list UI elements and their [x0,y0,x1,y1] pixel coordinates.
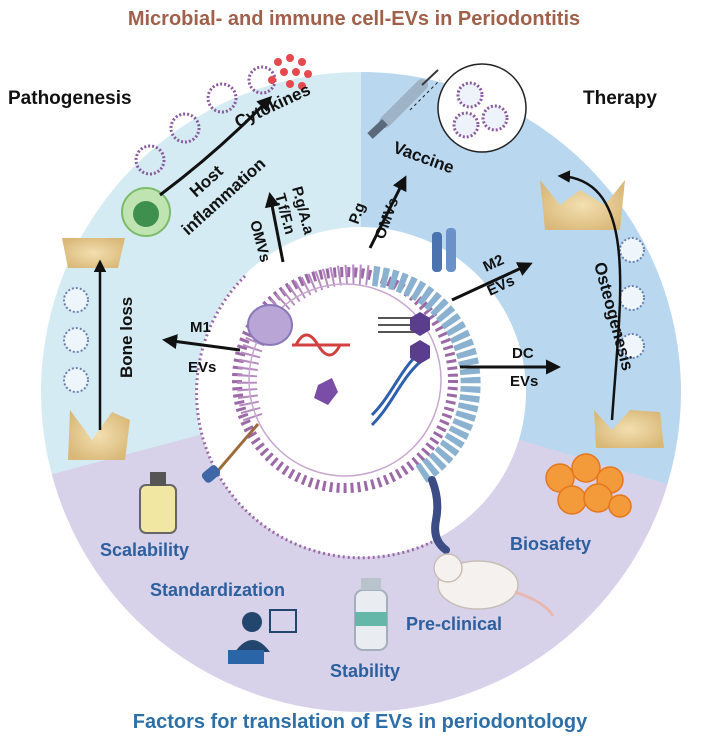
syringe-icon [379,79,428,128]
diagram-title: Microbial- and immune cell-EVs in Period… [128,8,580,30]
ev-arrows [162,175,561,375]
ev-cargo [292,312,430,427]
omvs-right-arrow [368,175,407,249]
dc-evs-label: EVs [510,373,538,390]
standardization-label: Standardization [150,580,285,600]
inflammation-arrow [159,95,273,197]
person-icon [242,612,262,632]
bone-top-icon [62,238,125,268]
vaccine-vesicles-icon [437,63,527,153]
biosafety-label: Biosafety [510,534,591,554]
sugar-chain [428,476,450,554]
cells-cluster-icon [545,453,632,518]
m2-arrow [451,262,533,302]
m1-evs-label: EVs [188,359,216,376]
bone-loss-label: Bone loss [117,297,136,378]
factors-illustration: Scalability Standardization Stability Pr… [100,453,632,681]
pg-label: P.g [346,200,369,226]
protein-icon [314,378,338,405]
bone-bottom-icon [68,410,130,460]
m1-label: M1 [190,319,211,336]
bottom-title: Factors for translation of EVs in period… [133,711,588,733]
pathogenesis-label: Pathogenesis [8,88,132,109]
omvs-left-arrow [264,192,285,263]
ev-membrane [195,228,481,560]
receptor-right [432,232,442,272]
bone-regrowth-icon [540,180,625,230]
membrane-vesicle [247,304,293,346]
bioreactor-icon [139,484,177,534]
osteogenesis-arrow [557,170,622,421]
scalability-label: Scalability [100,540,189,560]
m1-arrow [162,334,241,352]
therapy-label: Therapy [583,88,657,109]
stability-label: Stability [330,661,400,681]
cytokines-icon [268,54,312,90]
preclinical-label: Pre-clinical [406,614,502,634]
dc-label: DC [512,345,534,362]
bone-defect-icon [594,410,664,448]
